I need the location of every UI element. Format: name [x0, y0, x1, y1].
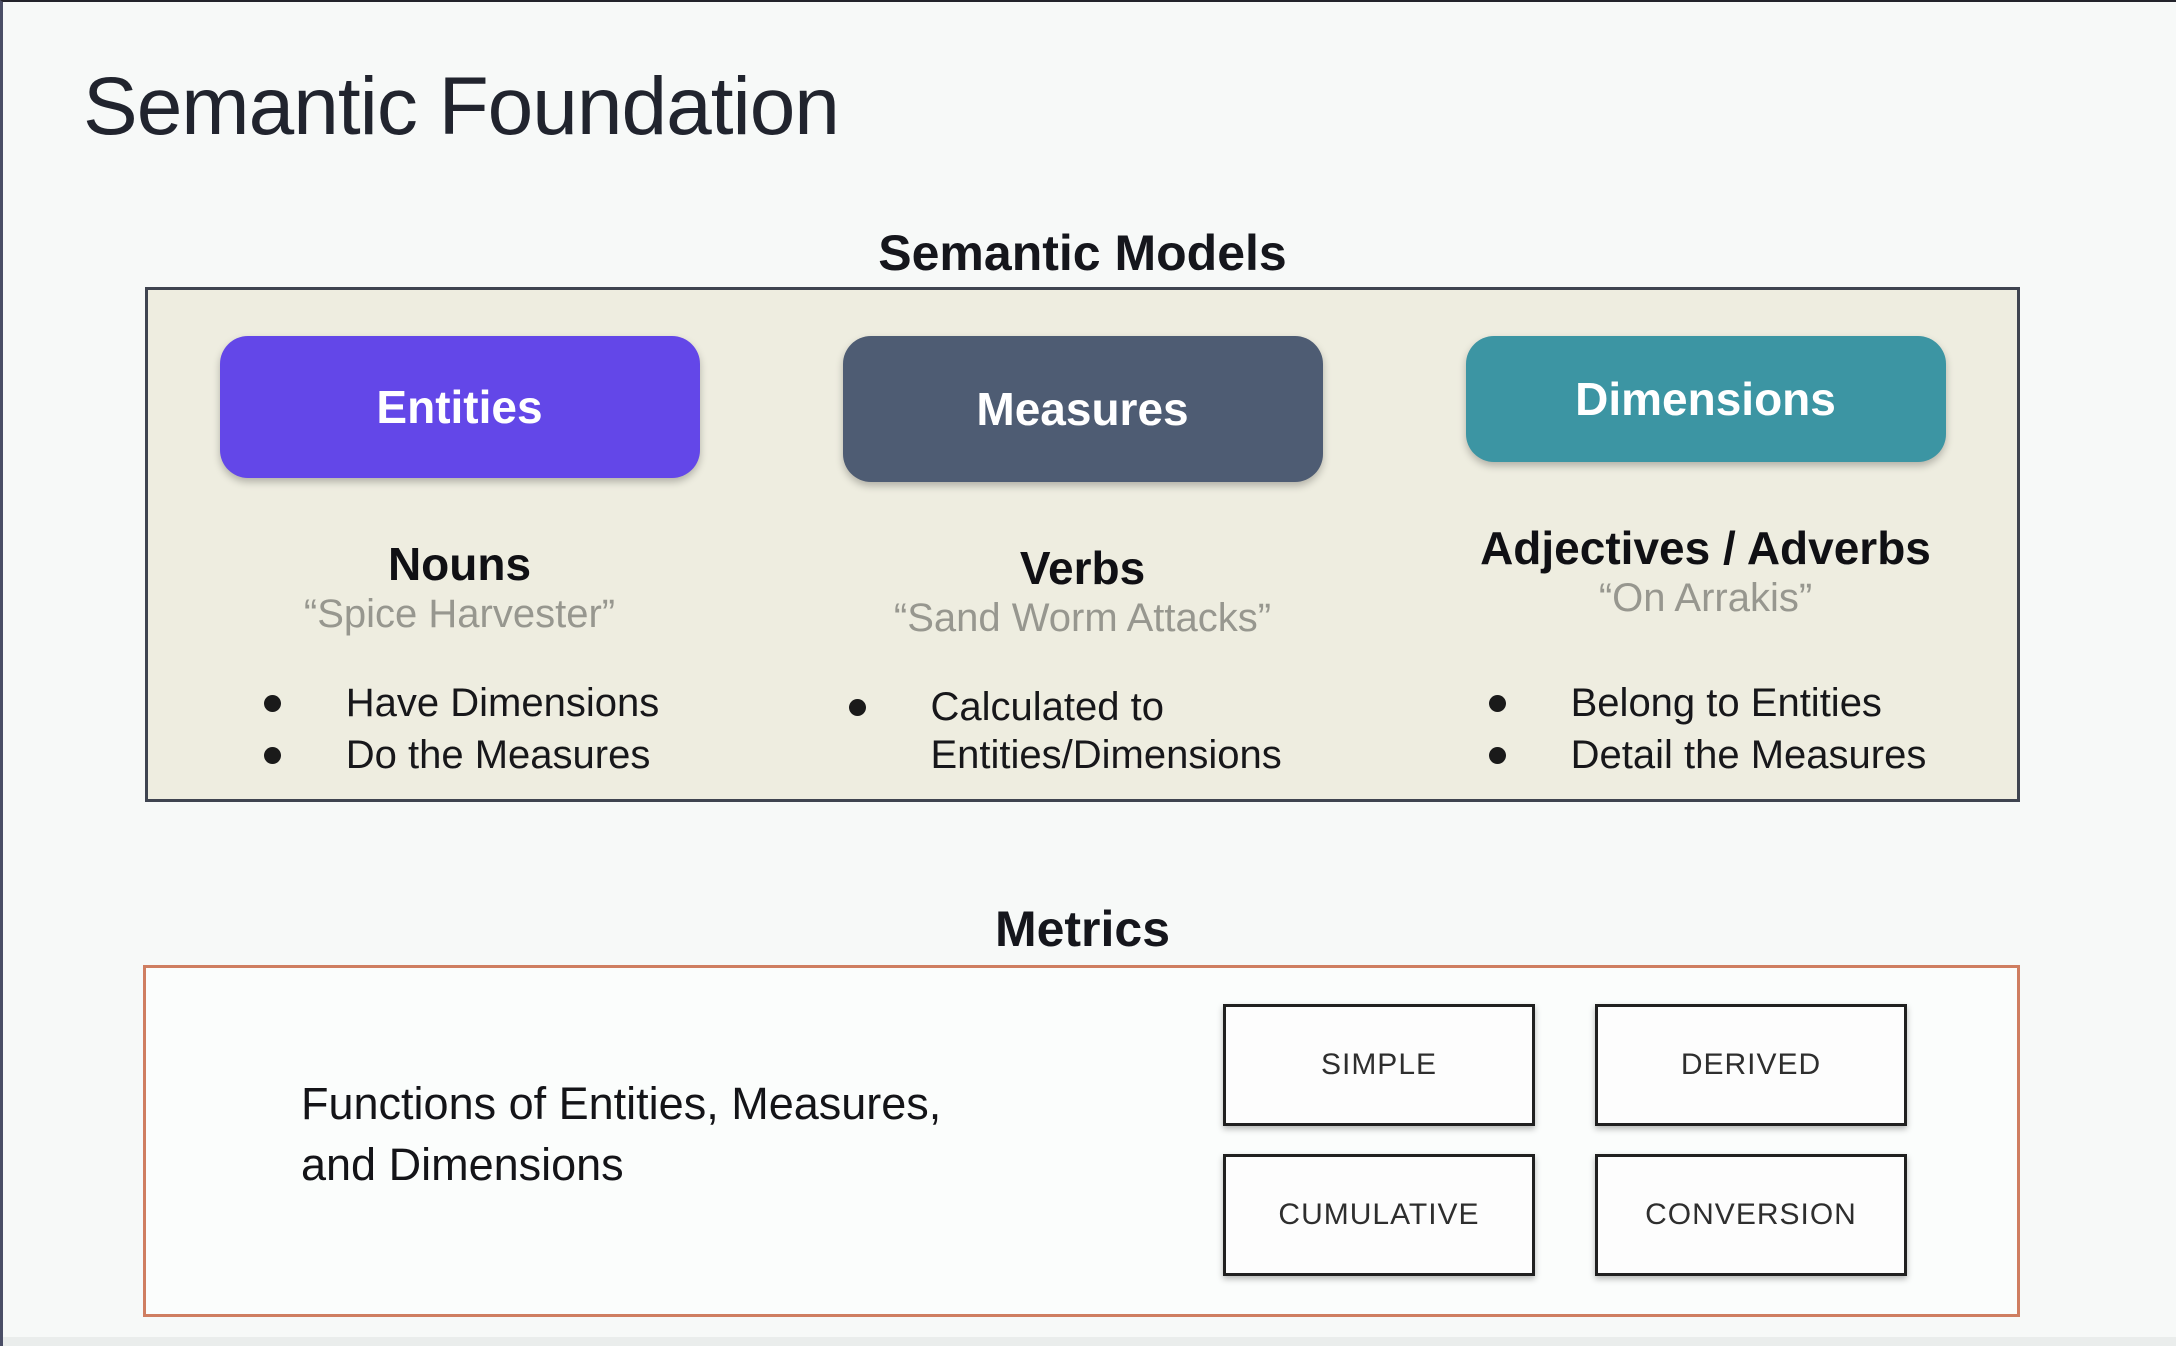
dimensions-quote: “On Arrakis”	[1598, 576, 1813, 620]
dimensions-heading: Adjectives / Adverbs	[1480, 521, 1931, 574]
semantic-models-panel: Entities Nouns “Spice Harvester” Have Di…	[145, 287, 2020, 802]
bullet-item: Have Dimensions	[260, 679, 659, 727]
measures-column: Measures Verbs “Sand Worm Attacks” Calcu…	[771, 290, 1394, 799]
measures-quote: “Sand Worm Attacks”	[893, 596, 1272, 640]
metric-type-derived: DERIVED	[1595, 1004, 1907, 1126]
metrics-description: Functions of Entities, Measures, and Dim…	[301, 1074, 941, 1196]
bullet-item: Calculated to Entities/Dimensions	[845, 683, 1321, 779]
metrics-heading: Metrics	[994, 901, 1171, 957]
entities-column: Entities Nouns “Spice Harvester” Have Di…	[148, 290, 771, 799]
dimensions-column: Dimensions Adjectives / Adverbs “On Arra…	[1394, 290, 2017, 799]
metric-type-simple: SIMPLE	[1223, 1004, 1535, 1126]
bullet-item: Do the Measures	[260, 731, 659, 779]
semantic-models-heading: Semantic Models	[878, 225, 1287, 281]
metric-types-grid: SIMPLE DERIVED CUMULATIVE CONVERSION	[1223, 1004, 1907, 1276]
bottom-edge-strip	[3, 1337, 2176, 1346]
measures-pill: Measures	[842, 336, 1323, 482]
metrics-description-line1: Functions of Entities, Measures,	[301, 1078, 942, 1129]
measures-heading: Verbs	[1019, 541, 1146, 594]
entities-quote: “Spice Harvester”	[303, 592, 616, 636]
bullet-item: Belong to Entities	[1485, 679, 1927, 727]
bullet-item: Detail the Measures	[1485, 731, 1926, 779]
dimensions-bullet-list: Belong to Entities Detail the Measures	[1485, 679, 1927, 783]
entities-pill: Entities	[219, 336, 700, 478]
entities-bullet-list: Have Dimensions Do the Measures	[260, 679, 659, 783]
metric-type-conversion: CONVERSION	[1595, 1154, 1907, 1276]
metric-type-cumulative: CUMULATIVE	[1223, 1154, 1535, 1276]
measures-bullet-list: Calculated to Entities/Dimensions	[845, 683, 1321, 783]
metrics-panel: Functions of Entities, Measures, and Dim…	[143, 965, 2020, 1317]
dimensions-pill: Dimensions	[1465, 336, 1946, 462]
page-title: Semantic Foundation	[83, 61, 840, 152]
entities-heading: Nouns	[387, 537, 532, 590]
metrics-description-line2: and Dimensions	[301, 1138, 624, 1190]
